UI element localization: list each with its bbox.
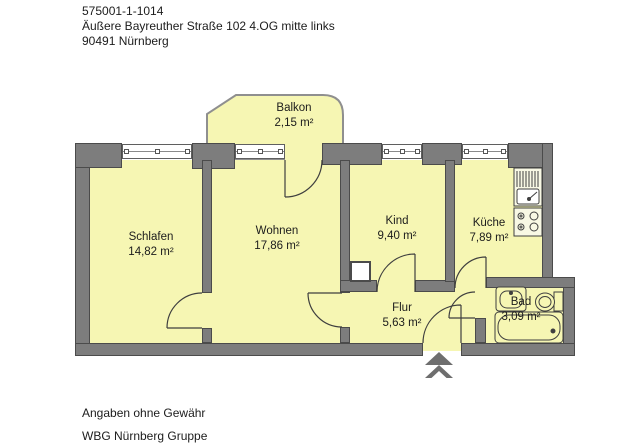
wall-bottom-right: [461, 343, 575, 356]
wall-left: [75, 143, 90, 356]
company: WBG Nürnberg Gruppe: [82, 429, 208, 443]
window-schlafen: [122, 144, 192, 159]
disclaimer: Angaben ohne Gewähr: [82, 406, 206, 420]
entrance-arrow-icon: [425, 352, 453, 384]
wall-schlafen-wohnen-lower: [202, 328, 212, 343]
wall-wohnen-flur-lower: [340, 327, 350, 343]
wall-kind-kueche: [445, 160, 455, 282]
wall-top-corner-left: [75, 143, 122, 168]
wall-top-pier-2: [322, 143, 382, 165]
property-city: 90491 Nürnberg: [82, 34, 169, 48]
balkon-door-opening: [285, 144, 322, 160]
wall-top-pier-3: [422, 143, 462, 165]
wall-bad-top: [486, 277, 575, 288]
wall-schlafen-wohnen-upper: [202, 160, 212, 293]
window-wohnen: [235, 144, 285, 159]
entrance-opening: [423, 343, 461, 351]
property-address: Äußere Bayreuther Straße 102 4.OG mitte …: [82, 19, 335, 33]
shaft: [350, 261, 371, 282]
window-kind: [382, 144, 422, 159]
wall-right-kueche: [542, 143, 553, 288]
window-kueche: [462, 144, 508, 159]
wall-wohnen-kind-upper: [340, 160, 350, 293]
wall-top-pier-1: [192, 143, 235, 169]
property-id: 575001-1-1014: [82, 4, 164, 18]
wall-bad-left: [475, 318, 486, 343]
wall-bottom-left: [75, 343, 423, 356]
